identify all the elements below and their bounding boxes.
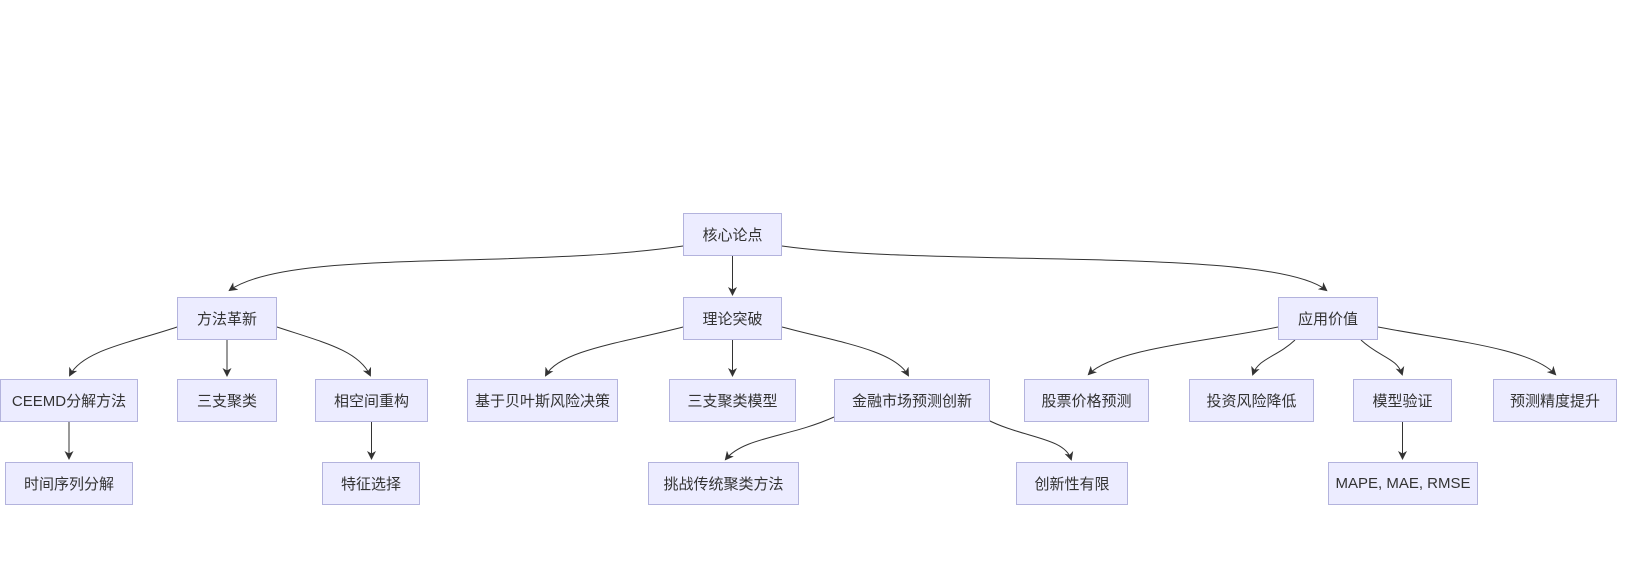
edge-group: [64, 245, 1557, 461]
node-stock: 股票价格预测: [1024, 379, 1149, 422]
node-label: 挑战传统聚类方法: [663, 476, 784, 493]
edge-theory-to-finance: [781, 326, 909, 377]
edge-apply-to-risk: [1251, 339, 1296, 376]
node-risk: 投资风险降低: [1189, 379, 1314, 422]
node-twmodel: 三支聚类模型: [669, 379, 796, 422]
node-label: CEEMD分解方法: [11, 393, 127, 410]
node-label: 股票价格预测: [1041, 393, 1132, 410]
node-label: 应用价值: [1297, 311, 1358, 328]
node-label: 金融市场预测创新: [851, 393, 972, 410]
node-label: 相空间重构: [333, 393, 409, 410]
edge-core-to-method: [228, 245, 684, 292]
node-label: 模型验证: [1372, 393, 1433, 410]
node-metrics: MAPE, MAE, RMSE: [1328, 462, 1478, 505]
node-theory: 理论突破: [683, 297, 782, 340]
node-core: 核心论点: [683, 213, 782, 256]
node-apply: 应用价值: [1278, 297, 1378, 340]
node-phase: 相空间重构: [315, 379, 428, 422]
edge-method-to-ceemd: [69, 326, 178, 377]
node-label: 三支聚类模型: [687, 393, 778, 410]
node-label: MAPE, MAE, RMSE: [1335, 475, 1471, 492]
edge-theory-to-bayes: [545, 326, 684, 377]
node-label: 方法革新: [196, 311, 257, 328]
node-label: 理论突破: [702, 311, 763, 328]
node-label: 三支聚类: [196, 393, 257, 410]
node-label: 预测精度提升: [1509, 393, 1600, 410]
edge-finance-to-limited: [985, 418, 1074, 461]
edge-method-to-phase: [276, 326, 372, 377]
node-label: 时间序列分解: [23, 476, 114, 493]
node-precision: 预测精度提升: [1493, 379, 1617, 422]
node-finance: 金融市场预测创新: [834, 379, 990, 422]
node-validate: 模型验证: [1353, 379, 1452, 422]
node-method: 方法革新: [177, 297, 277, 340]
node-bayes: 基于贝叶斯风险决策: [467, 379, 618, 422]
node-label: 核心论点: [702, 227, 763, 244]
edge-apply-to-precision: [1377, 326, 1557, 376]
node-label: 特征选择: [340, 476, 401, 493]
node-feature: 特征选择: [322, 462, 420, 505]
edge-core-to-apply: [781, 245, 1328, 292]
node-label: 创新性有限: [1034, 476, 1110, 493]
node-label: 基于贝叶斯风险决策: [474, 393, 610, 410]
edge-finance-to-challenge: [724, 416, 835, 461]
node-threeway: 三支聚类: [177, 379, 277, 422]
node-ceemd: CEEMD分解方法: [0, 379, 138, 422]
node-challenge: 挑战传统聚类方法: [648, 462, 799, 505]
node-label: 投资风险降低: [1206, 393, 1297, 410]
node-limited: 创新性有限: [1016, 462, 1128, 505]
node-tsdecomp: 时间序列分解: [5, 462, 133, 505]
edge-apply-to-stock: [1087, 326, 1279, 376]
edge-apply-to-validate: [1360, 339, 1405, 376]
